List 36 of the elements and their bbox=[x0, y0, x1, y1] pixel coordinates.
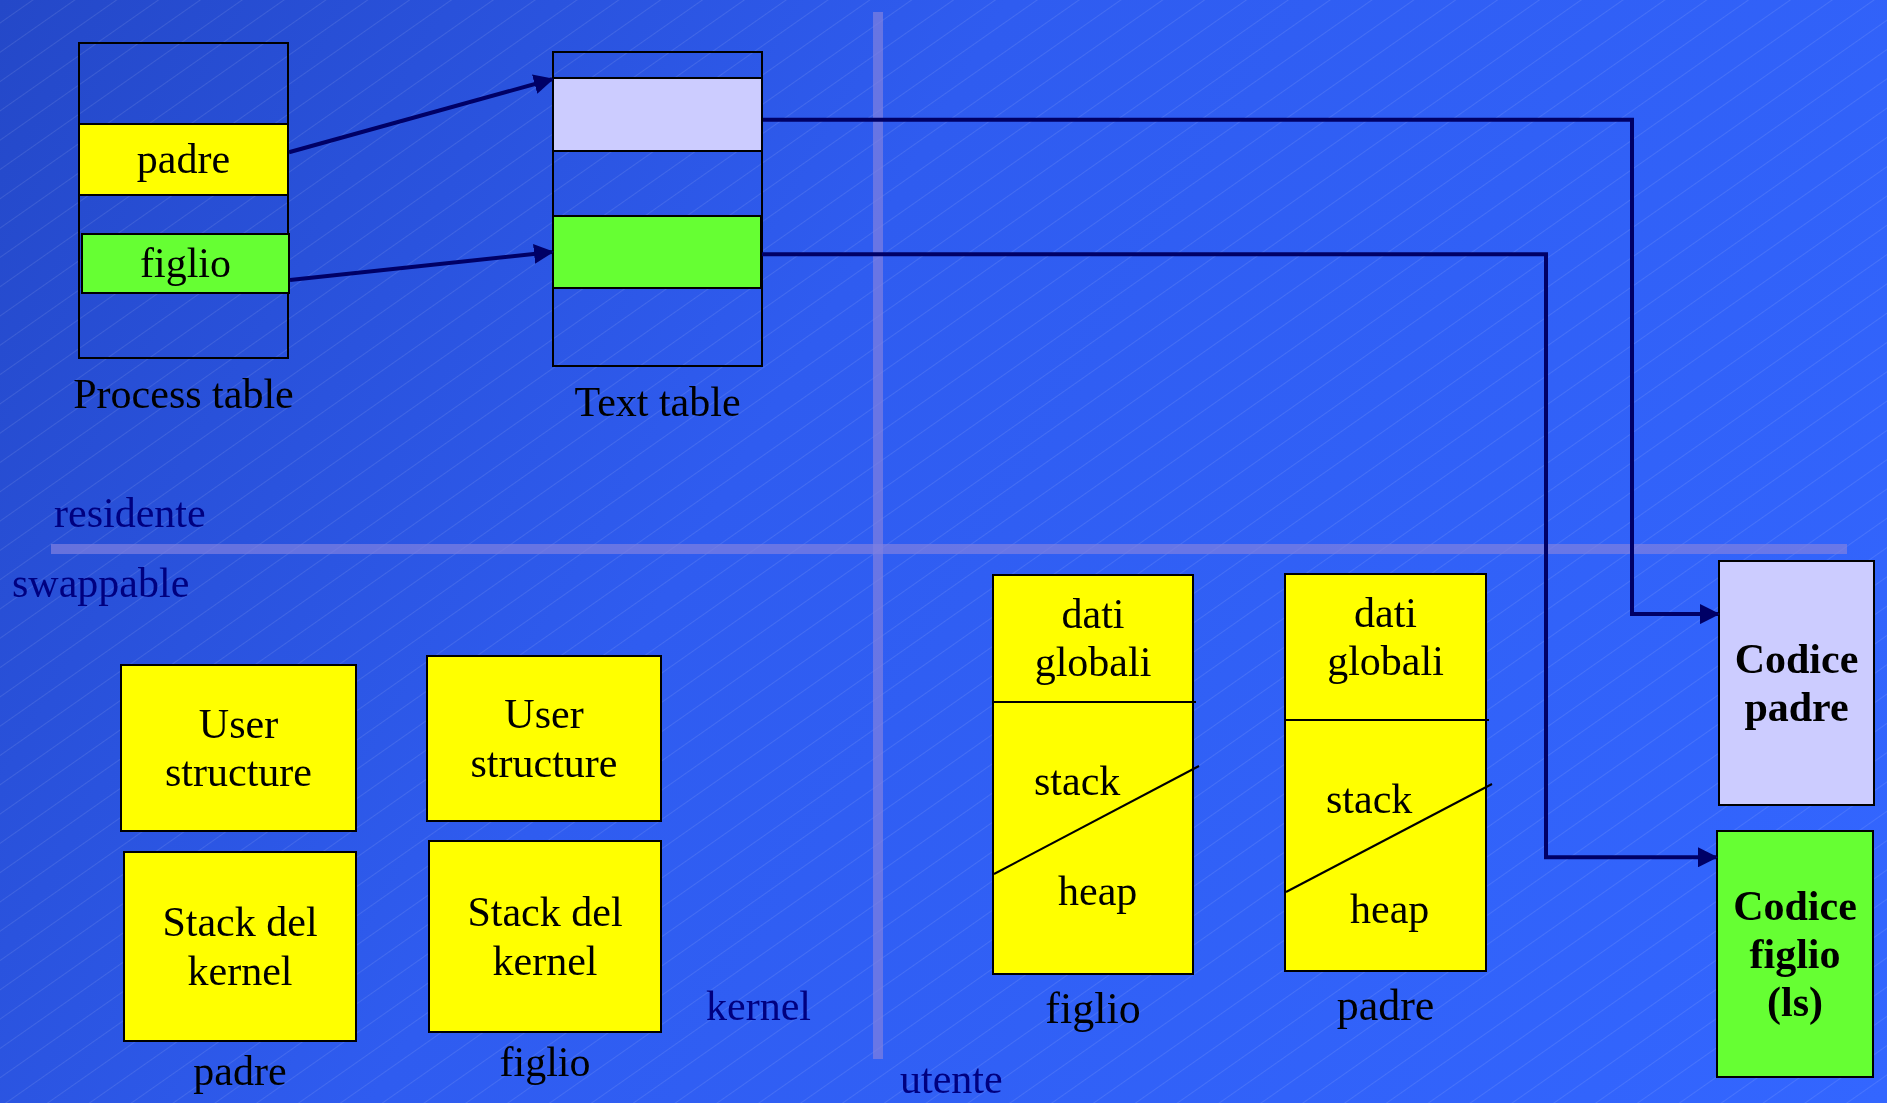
segment-label: heap bbox=[1350, 888, 1430, 930]
segment-label: stack bbox=[1034, 760, 1121, 802]
table-row bbox=[552, 77, 763, 152]
table-row bbox=[81, 233, 290, 294]
arrow bbox=[289, 243, 554, 282]
arrow bbox=[763, 117, 1720, 625]
process-caption: padre bbox=[1335, 984, 1436, 1028]
region-label: residente bbox=[54, 492, 206, 534]
box-label: Codice figlio (ls) bbox=[1732, 881, 1858, 1027]
process-caption: figlio bbox=[1044, 987, 1142, 1031]
table-caption: Text table bbox=[573, 381, 742, 423]
box-label: Stack del kernel bbox=[466, 888, 624, 985]
box-label: User structure bbox=[164, 699, 313, 797]
kernel-structure-box bbox=[426, 655, 662, 822]
code-segment-box bbox=[1716, 830, 1874, 1078]
table-row bbox=[552, 215, 762, 289]
region-label: utente bbox=[900, 1058, 1003, 1100]
segment-label: stack bbox=[1326, 778, 1413, 820]
table-row bbox=[78, 123, 289, 196]
arrow bbox=[288, 74, 554, 155]
code-segment-box bbox=[1718, 560, 1875, 806]
box-label: Stack del kernel bbox=[161, 898, 319, 995]
region-label: kernel bbox=[706, 985, 811, 1027]
segment-label: dati globali bbox=[1326, 589, 1445, 686]
box-label: padre bbox=[135, 135, 232, 184]
box-label: Codice padre bbox=[1733, 634, 1860, 732]
box-label: figlio bbox=[139, 239, 232, 288]
region-label: swappable bbox=[12, 562, 190, 604]
column-caption: figlio bbox=[498, 1041, 592, 1083]
box-label: User structure bbox=[469, 690, 619, 787]
kernel-structure-box bbox=[120, 664, 357, 832]
segment-label: dati globali bbox=[1033, 590, 1153, 687]
arrow bbox=[762, 252, 1718, 868]
table-caption: Process table bbox=[72, 373, 295, 415]
column-caption: padre bbox=[192, 1050, 288, 1092]
segment-label: heap bbox=[1058, 870, 1138, 912]
